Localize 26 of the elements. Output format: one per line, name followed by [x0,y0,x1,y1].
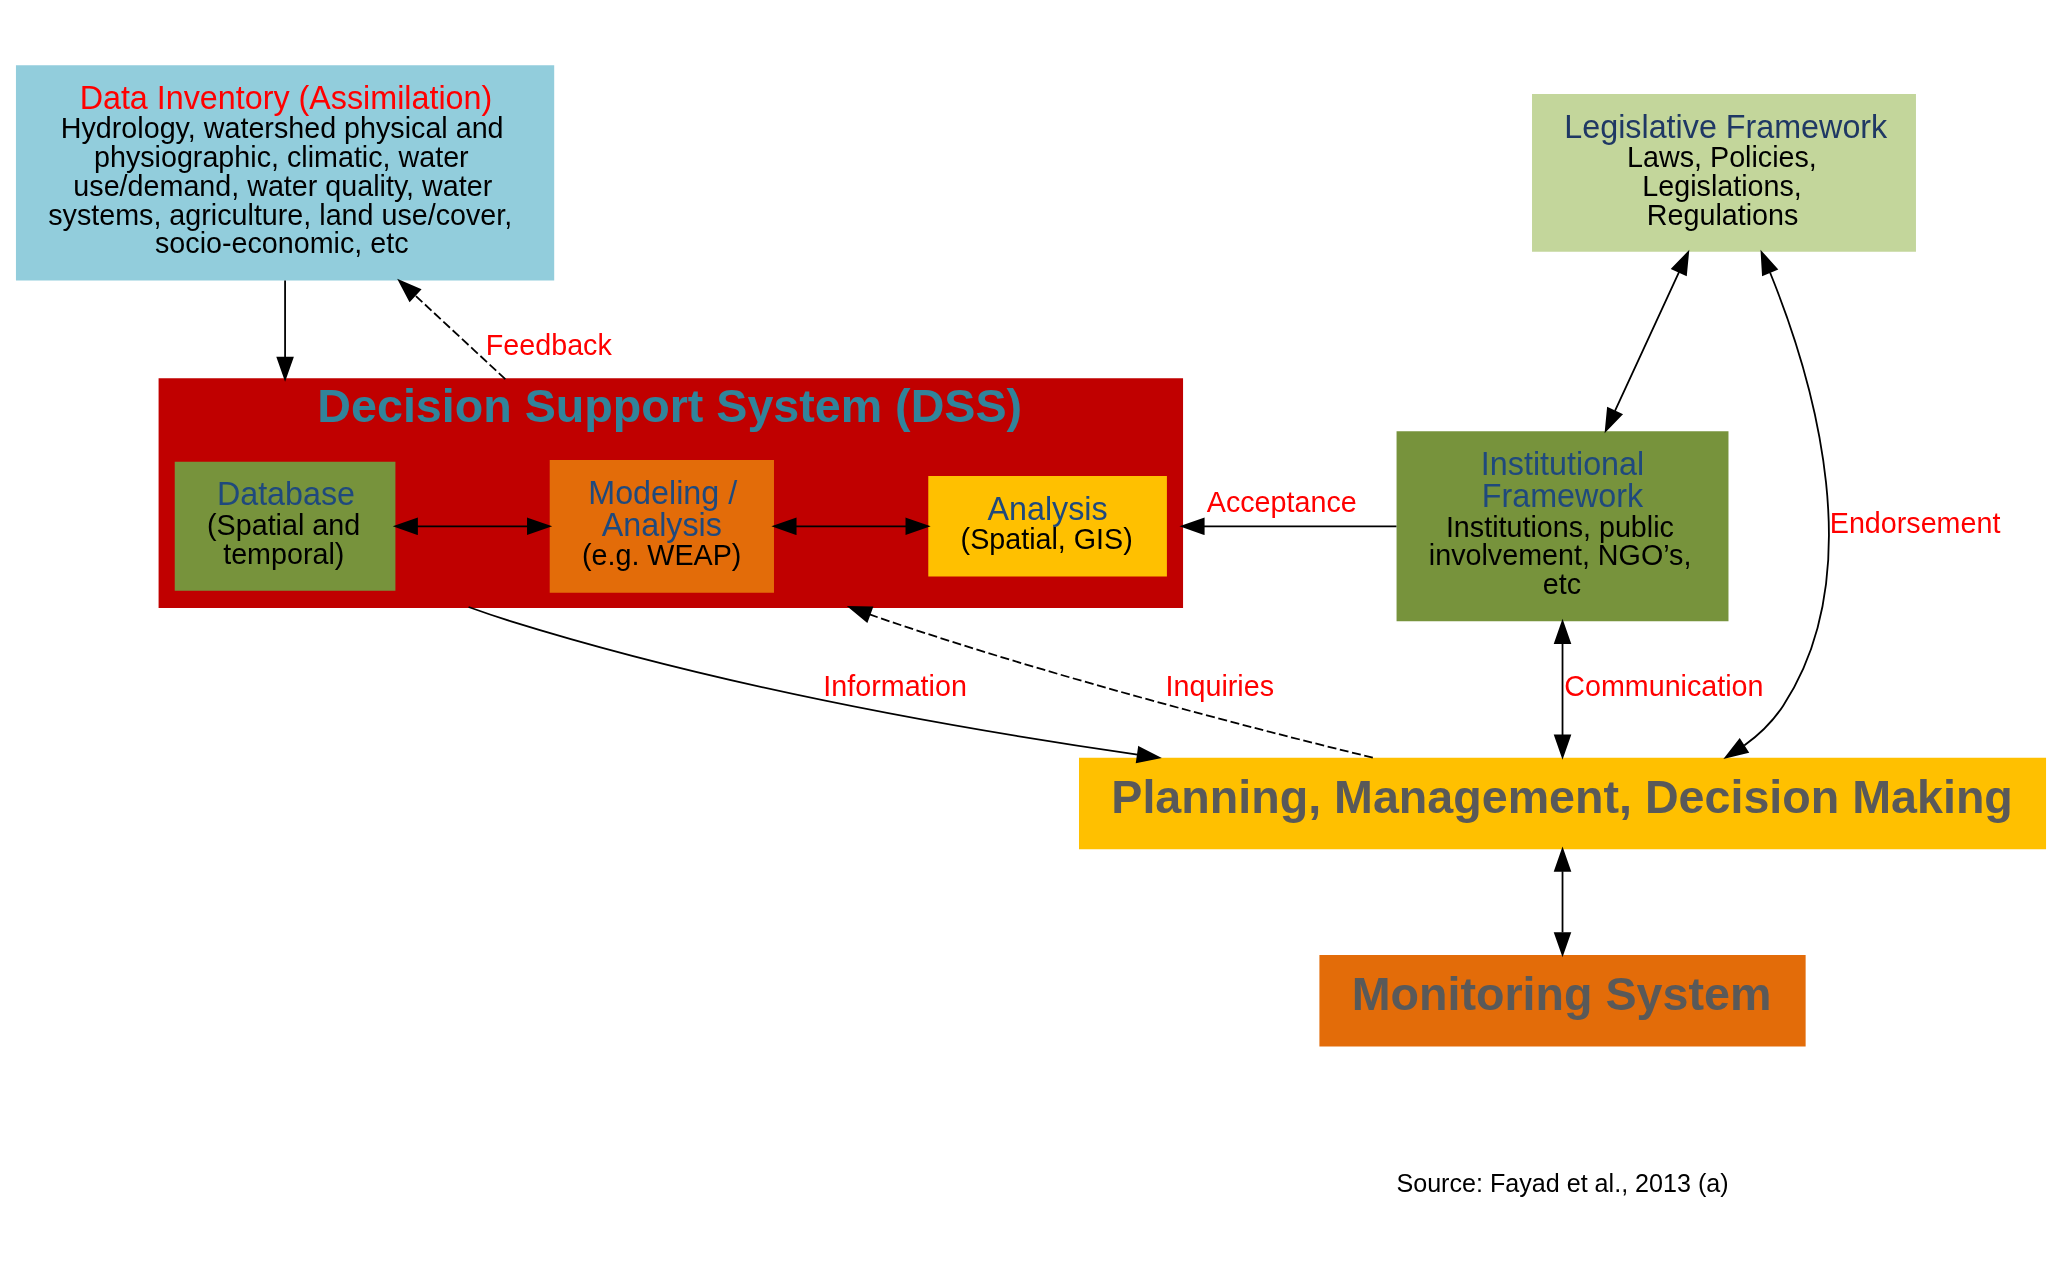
label: Source: Fayad et al., 2013 (a) [1396,1168,1729,1197]
node-box: Legislative Framework Laws, Policies, Legislations, Regulations [1532,93,1916,252]
arrow [846,605,1374,759]
edge-label: Endorsement [1829,506,2001,539]
arrow [276,279,294,382]
node-box: Institutional Framework Institutions, public involvement, NGO’s, etc [1396,430,1729,621]
edge-label: Feedback [485,328,612,361]
node-box: Database (Spatial and temporal) [174,461,396,591]
arrow [392,516,553,535]
node-box: Modeling / Analysis (e.g. WEAP) [549,459,774,593]
arrow [1553,846,1572,957]
edge-label: Inquiries [1165,669,1275,702]
node-box: Analysis (Spatial, GIS) [928,475,1167,576]
arrow [467,605,1162,763]
arrow [397,278,507,380]
node-box: Monitoring System [1319,954,1806,1047]
arrow [1179,516,1398,535]
node-box: Planning, Management, Decision Making [1079,757,2047,849]
edge-label: Acceptance [1206,485,1357,518]
edge-label: Communication [1564,669,1764,702]
edge-label: Information [823,669,967,702]
arrow [1553,618,1572,760]
arrow [1604,249,1690,433]
arrow [771,516,931,535]
arrow [1723,249,1830,759]
node-box: Data Inventory (Assimilation) Hydrology, watershed physical and physiographic, climatic, water use/demand, water quality, water systems, agriculture, land use/cover, socio-economic, etc [15,64,555,280]
